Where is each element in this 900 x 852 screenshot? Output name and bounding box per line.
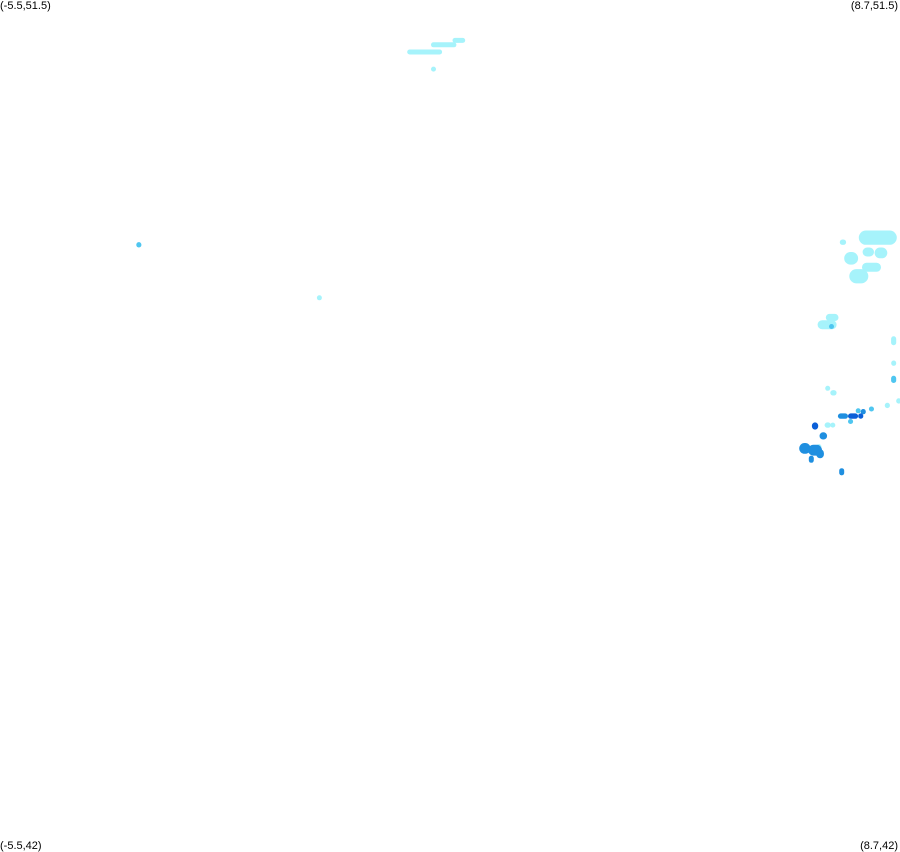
radar-cell-medium <box>829 324 834 329</box>
radar-cell-light <box>891 336 897 346</box>
radar-cell-medium <box>868 406 874 412</box>
radar-cell-light <box>452 37 466 43</box>
radar-cell-light <box>316 295 322 301</box>
radar-cells-layer <box>136 37 900 476</box>
radar-cell-medium <box>855 408 861 414</box>
radar-cell-light <box>844 252 859 265</box>
radar-cell-medium <box>136 242 142 248</box>
corner-label-bottom-left: (-5.5,42) <box>0 840 42 852</box>
radar-cell-strong <box>837 413 848 419</box>
corner-label-top-right: (8.7,51.5) <box>850 0 898 12</box>
radar-cell-strong <box>839 468 845 476</box>
radar-cell-light <box>830 390 837 396</box>
radar-cell-strong <box>816 449 824 459</box>
radar-cell-strong <box>819 432 828 440</box>
radar-cell-light <box>862 247 874 257</box>
radar-cell-intense <box>811 422 819 430</box>
radar-cell-intense <box>858 413 864 419</box>
radar-cell-medium <box>848 419 854 424</box>
radar-cell-strong <box>799 443 811 454</box>
radar-cell-medium <box>891 375 897 383</box>
radar-cell-light <box>407 49 443 55</box>
corner-label-top-left: (-5.5,51.5) <box>0 0 51 12</box>
radar-cell-light <box>825 385 831 391</box>
radar-cell-light <box>849 269 869 284</box>
radar-cell-light <box>817 320 837 330</box>
radar-cell-light <box>824 422 831 428</box>
radar-cell-strong <box>808 455 814 463</box>
radar-cell-light <box>839 239 847 245</box>
radar-cell-light <box>896 398 900 404</box>
radar-cell-light <box>825 313 839 322</box>
radar-cell-light <box>431 66 436 72</box>
radar-cell-light <box>891 360 897 366</box>
radar-cell-light <box>858 230 897 245</box>
radar-cell-light <box>884 402 890 409</box>
radar-cell-light <box>431 42 457 48</box>
radar-cell-strong <box>860 409 866 415</box>
radar-cell-intense <box>848 413 859 419</box>
corner-label-bottom-right: (8.7,42) <box>860 840 898 852</box>
radar-cell-light <box>874 247 888 259</box>
radar-cell-light <box>830 422 836 428</box>
radar-cell-light <box>862 262 881 272</box>
